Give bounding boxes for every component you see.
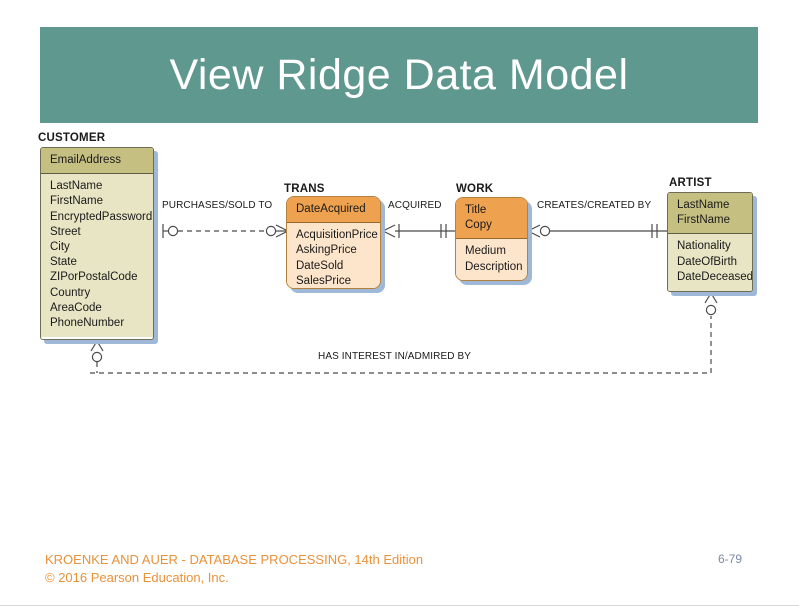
attribute: City	[50, 241, 70, 254]
entity-body-artist: Nationality DateOfBirth DateDeceased	[668, 234, 752, 291]
entity-frame: Title Copy Medium Description	[455, 197, 528, 281]
attribute: DateOfBirth	[677, 255, 738, 268]
attribute: AskingPrice	[296, 244, 357, 257]
attribute: State	[50, 256, 77, 269]
attribute: SalesPrice	[296, 274, 351, 287]
cardinality-optional-circle-customer-bottom	[91, 351, 103, 363]
entity-name-work: WORK	[456, 183, 494, 195]
entity-box-trans[interactable]: DateAcquired AcquisitionPrice AskingPric…	[286, 196, 385, 293]
slide-number: 6-79	[718, 552, 743, 566]
entity-header-work: Title Copy	[456, 198, 527, 240]
entity-frame: EmailAddress LastName FirstName Encrypte…	[40, 147, 154, 340]
entity-name-trans: TRANS	[284, 183, 325, 195]
attribute: Country	[50, 286, 91, 299]
attribute: DateDeceased	[677, 270, 753, 283]
entity-header-trans: DateAcquired	[287, 197, 380, 224]
entity-name-customer: CUSTOMER	[38, 132, 106, 144]
attribute-key: DateAcquired	[296, 203, 366, 215]
cardinality-optional-circle-artist-bottom	[705, 304, 717, 316]
attribute-key: Copy	[465, 219, 492, 232]
footer-citation: KROENKE AND AUER - DATABASE PROCESSING, …	[45, 552, 424, 567]
attribute-key: EmailAddress	[50, 154, 121, 166]
attribute-key: Title	[465, 204, 487, 216]
entity-body-customer: LastName FirstName EncryptedPassword Str…	[41, 174, 153, 338]
title-banner: View Ridge Data Model	[40, 27, 758, 123]
attribute: AcquisitionPrice	[296, 229, 378, 242]
entity-box-work[interactable]: Title Copy Medium Description	[455, 197, 532, 285]
footer-copyright: © 2016 Pearson Education, Inc.	[45, 570, 229, 585]
attribute: Nationality	[677, 240, 731, 253]
cardinality-optional-circle-trans	[265, 225, 277, 237]
relationship-label-purchases-sold-to: PURCHASES/SOLD TO	[162, 200, 273, 211]
attribute: Medium	[465, 245, 506, 258]
page-title: View Ridge Data Model	[169, 50, 629, 99]
relationship-label-has-interest-in-admired-by: HAS INTEREST IN/ADMIRED BY	[318, 351, 471, 362]
attribute-key: LastName	[677, 199, 730, 211]
entity-frame: LastName FirstName Nationality DateOfBir…	[667, 192, 753, 292]
entity-header-customer: EmailAddress	[41, 148, 153, 175]
relationship-label-creates-created-by: CREATES/CREATED BY	[537, 200, 652, 211]
attribute: EncryptedPassword	[50, 210, 153, 223]
cardinality-optional-circle-customer	[167, 225, 179, 237]
entity-frame: DateAcquired AcquisitionPrice AskingPric…	[286, 196, 381, 289]
entity-body-trans: AcquisitionPrice AskingPrice DateSold Sa…	[287, 223, 380, 288]
attribute: DateSold	[296, 259, 344, 272]
cardinality-optional-circle-work	[539, 225, 551, 237]
relationship-label-acquired: ACQUIRED	[388, 200, 442, 211]
attribute: Description	[465, 260, 523, 273]
entity-box-artist[interactable]: LastName FirstName Nationality DateOfBir…	[667, 192, 757, 296]
entity-box-customer[interactable]: EmailAddress LastName FirstName Encrypte…	[40, 147, 158, 344]
attribute-key: FirstName	[677, 214, 731, 227]
entity-header-artist: LastName FirstName	[668, 193, 752, 235]
attribute: LastName	[50, 180, 103, 193]
attribute: ZIPorPostalCode	[50, 271, 138, 284]
attribute: FirstName	[50, 195, 104, 208]
entity-body-work: Medium Description	[456, 239, 527, 280]
attribute: Street	[50, 225, 81, 238]
crowsfoot-many-trans-right	[382, 224, 396, 238]
entity-name-artist: ARTIST	[669, 177, 712, 189]
attribute: AreaCode	[50, 301, 102, 314]
attribute: PhoneNumber	[50, 317, 125, 330]
